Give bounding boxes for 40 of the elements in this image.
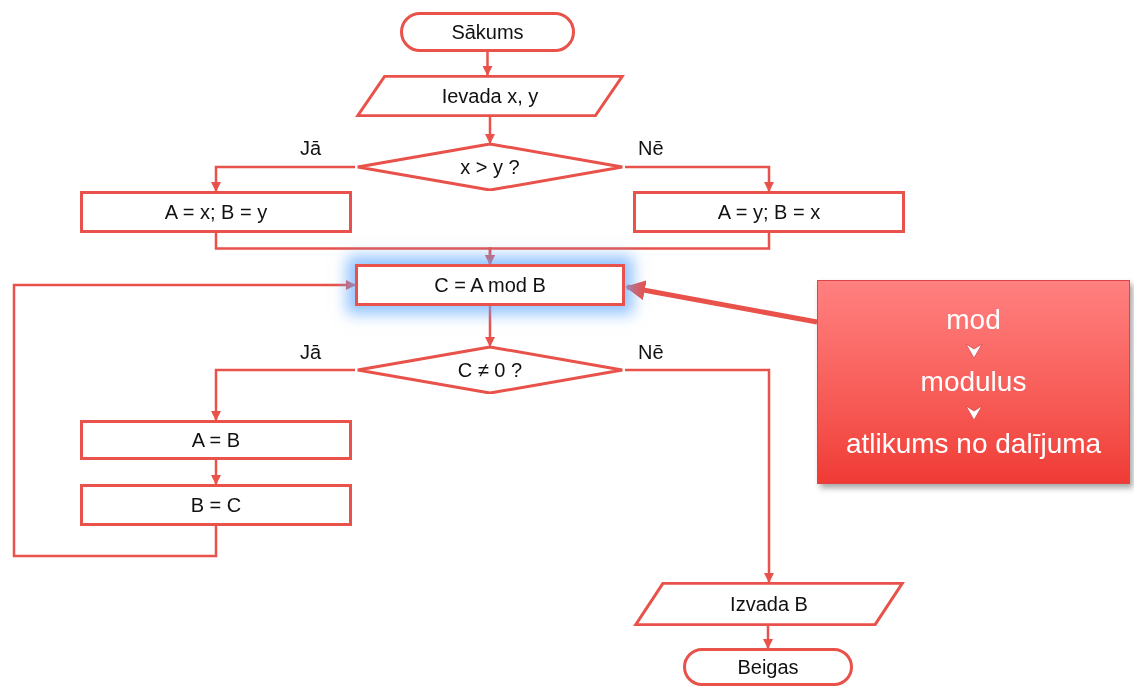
arrow <box>485 233 771 265</box>
arrow <box>482 52 493 76</box>
decision-diamond <box>355 143 625 191</box>
process-box <box>80 191 352 233</box>
node-text: x > y ? <box>460 155 520 180</box>
arrow <box>485 306 495 347</box>
node-text: A = y; B = x <box>717 200 821 225</box>
node-text: Sākums <box>451 20 524 45</box>
node-text: mod <box>946 303 1001 337</box>
node-text: modulus <box>920 365 1027 399</box>
arrow <box>211 368 355 421</box>
io-parallelogram <box>633 582 905 626</box>
node-text: A = B <box>191 428 241 453</box>
edge-label: Nē <box>638 340 664 365</box>
node-text: Beigas <box>737 655 799 680</box>
arrow <box>211 165 355 192</box>
decision-diamond <box>355 346 625 394</box>
arrow <box>211 460 221 485</box>
arrow <box>625 165 774 192</box>
arrow <box>625 280 818 325</box>
node-text: Ievada x, y <box>441 84 539 109</box>
edge-label: Jā <box>300 136 322 161</box>
node-text: C = A mod B <box>434 273 546 298</box>
process-box <box>80 484 352 526</box>
process-box <box>355 264 625 306</box>
node-text: atlikums no dalījuma <box>845 427 1102 461</box>
io-parallelogram <box>355 75 625 117</box>
node-text: B = C <box>190 493 242 518</box>
node-text: A = x; B = y <box>164 200 268 225</box>
process-box <box>80 420 352 460</box>
edge-label: Nē <box>638 136 664 161</box>
process-box <box>633 191 905 233</box>
arrow <box>625 368 774 583</box>
node-text: C ≠ 0 ? <box>457 358 523 383</box>
callout-box <box>817 280 1130 484</box>
arrow <box>763 626 773 649</box>
node-text: Izvada B <box>730 592 808 617</box>
edge-label: Jā <box>300 340 322 365</box>
arrow <box>12 280 356 558</box>
arrow <box>485 117 495 144</box>
